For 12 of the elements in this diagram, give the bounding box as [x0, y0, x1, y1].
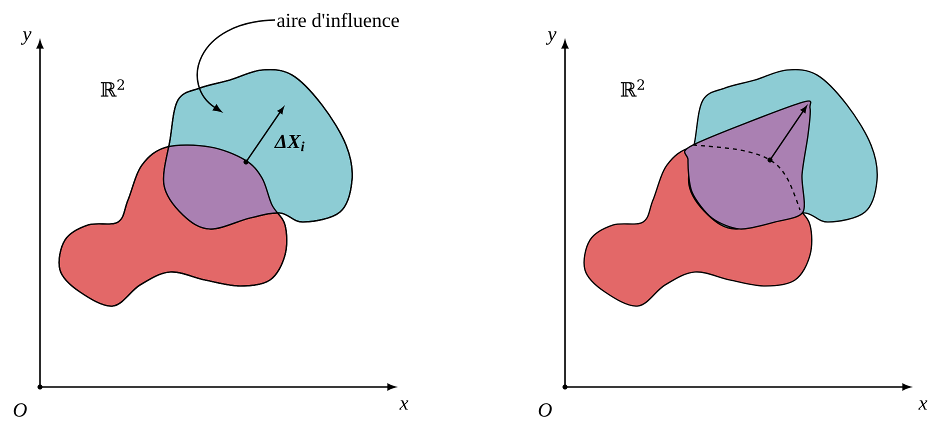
- leader-arrow: [196, 19, 276, 112]
- axis-label: y: [546, 31, 556, 45]
- origin-label: O: [14, 403, 27, 417]
- space-label: ℝ$^{2}$: [100, 79, 124, 97]
- axis-label: y: [20, 31, 32, 45]
- space-label: ℝ$^{2}$: [620, 79, 644, 97]
- callout-text: aire d'influence: [277, 12, 399, 28]
- influence-region: [58, 68, 353, 307]
- axis-label: x: [918, 400, 928, 410]
- vector-label: ΔX$_{i}$: [274, 134, 304, 152]
- axis-label: x: [399, 400, 408, 410]
- origin-label: O: [538, 403, 552, 417]
